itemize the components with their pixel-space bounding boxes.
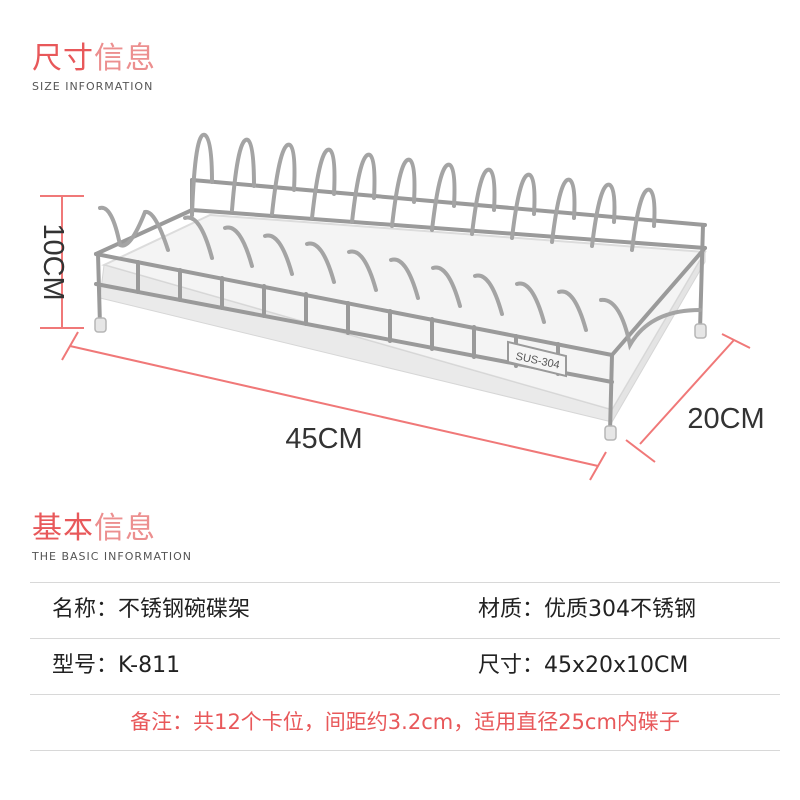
dish-slots xyxy=(98,132,702,351)
model-value: K-811 xyxy=(118,653,181,678)
size-cell: 尺寸：45x20x10CM xyxy=(478,640,688,692)
basic-title-primary: 基本 xyxy=(32,511,94,546)
basic-title-subtitle: THE BASIC INFORMATION xyxy=(32,550,193,563)
info-row-1: 名称：不锈钢碗碟架 材质：优质304不锈钢 xyxy=(30,584,780,636)
model-label: 型号： xyxy=(52,653,119,678)
divider xyxy=(30,694,780,695)
material-value: 优质304不锈钢 xyxy=(544,597,697,622)
material-label: 材质： xyxy=(478,597,545,622)
drip-tray xyxy=(99,213,707,424)
note-row: 备注：共12个卡位，间距约3.2cm，适用直径25cm内碟子 xyxy=(30,696,780,748)
height-label: 10CM xyxy=(37,223,69,300)
size-section-title: 尺寸信息 SIZE INFORMATION xyxy=(32,41,156,94)
rack-feet xyxy=(94,317,707,441)
divider xyxy=(30,638,780,639)
basic-title-secondary: 信息 xyxy=(94,511,156,546)
material-tag: SUS-304 xyxy=(507,340,567,378)
note-label: 备注： xyxy=(130,710,194,734)
size-title-primary: 尺寸 xyxy=(32,41,94,76)
divider xyxy=(30,582,780,583)
material-cell: 材质：优质304不锈钢 xyxy=(478,584,696,636)
size-label: 尺寸： xyxy=(478,653,545,678)
name-value: 不锈钢碗碟架 xyxy=(118,597,251,622)
basic-section-title: 基本信息 THE BASIC INFORMATION xyxy=(32,511,193,564)
dimension-lines xyxy=(40,195,751,481)
info-row-2: 型号：K-811 尺寸：45x20x10CM xyxy=(30,640,780,692)
depth-label: 20CM xyxy=(687,403,764,435)
name-cell: 名称：不锈钢碗碟架 xyxy=(52,584,250,636)
note-text: 共12个卡位，间距约3.2cm，适用直径25cm内碟子 xyxy=(193,710,680,734)
model-cell: 型号：K-811 xyxy=(52,640,180,692)
length-label: 45CM xyxy=(285,423,362,455)
size-title-secondary: 信息 xyxy=(94,41,156,76)
divider xyxy=(30,750,780,751)
size-value: 45x20x10CM xyxy=(544,653,689,678)
size-title-subtitle: SIZE INFORMATION xyxy=(32,80,154,93)
dish-rack-diagram: SUS-304 10CM 45CM 20CM xyxy=(37,132,765,481)
name-label: 名称： xyxy=(52,597,119,622)
